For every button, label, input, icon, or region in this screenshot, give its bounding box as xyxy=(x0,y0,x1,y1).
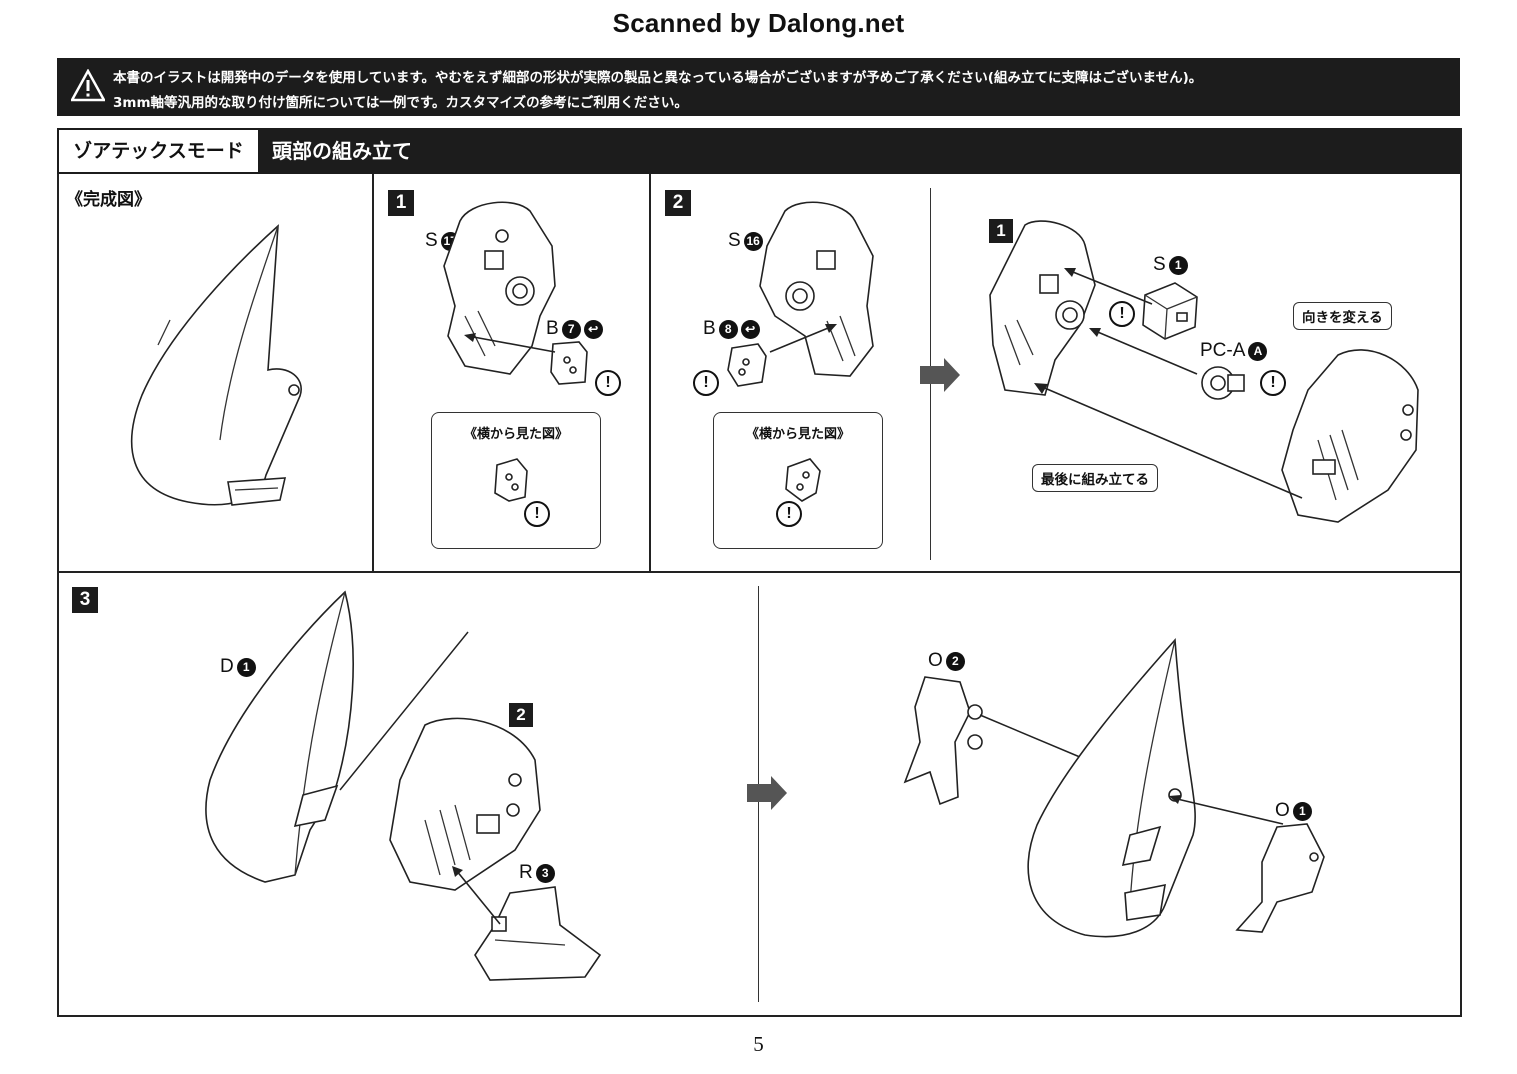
side-view-illustration xyxy=(494,458,528,502)
part-label-o2: O 2 xyxy=(928,650,965,672)
divider xyxy=(372,174,374,572)
assembled-head-illustration xyxy=(1027,638,1196,938)
part-letter: PC-A xyxy=(1200,340,1246,361)
divider xyxy=(57,571,1460,573)
part-letter: S xyxy=(1153,254,1166,275)
head-frame-part-illustration xyxy=(443,201,556,375)
gate-trim-icon: ↩ xyxy=(740,319,760,339)
small-part-illustration xyxy=(550,341,588,385)
part-letter: S xyxy=(425,230,438,251)
part-number-badge: 7 xyxy=(561,319,581,339)
warning-line-2: 3mm軸等汎用的な取り付け箇所については一例です。カスタマイズの参考にご利用くだ… xyxy=(113,95,688,111)
header-bar xyxy=(57,128,1460,174)
part-letter: D xyxy=(220,656,234,677)
head-frame-part-illustration xyxy=(989,220,1096,396)
reference-step-1: 1 xyxy=(989,219,1013,243)
cube-part-illustration xyxy=(1142,282,1198,340)
caution-icon: ! xyxy=(1109,301,1135,327)
part-label-s1: S 1 xyxy=(1153,254,1188,276)
caution-icon: ! xyxy=(693,370,719,396)
assembly-arrow xyxy=(769,324,837,353)
turn-direction-note: 向きを変える xyxy=(1293,302,1392,330)
rotated-head-part-illustration xyxy=(1281,349,1419,523)
part-label-d1: D 1 xyxy=(220,656,256,678)
part-number-badge: 1 xyxy=(1292,801,1312,821)
assembly-arrow xyxy=(464,333,556,353)
guide-line xyxy=(979,714,1088,761)
warning-bar: 本書のイラストは開発中のデータを使用しています。やむをえず細部の形状が実際の製品… xyxy=(57,58,1460,116)
part-number-badge: 16 xyxy=(743,231,763,251)
caution-icon: ! xyxy=(595,370,621,396)
assembly-arrow xyxy=(1089,328,1198,375)
caution-icon: ! xyxy=(776,501,802,527)
part-letter: S xyxy=(728,230,741,251)
caution-icon: ! xyxy=(1260,370,1286,396)
part-label-pc-a: PC-A A xyxy=(1200,340,1268,362)
poly-cap-illustration xyxy=(1201,366,1245,400)
assembly-arrow xyxy=(452,866,501,925)
step-number-1: 1 xyxy=(388,190,414,216)
part-label-o1: O 1 xyxy=(1275,800,1312,822)
part-number-badge: 3 xyxy=(535,863,555,883)
chin-part-illustration xyxy=(474,886,602,981)
guide-line xyxy=(339,631,469,791)
side-view-title: 《横から見た図》 xyxy=(745,427,850,442)
next-arrow-icon xyxy=(920,358,960,392)
page-number: 5 xyxy=(753,1032,764,1056)
part-label-r3: R 3 xyxy=(519,862,555,884)
side-view-box: 《横から見た図》 ! xyxy=(431,412,601,549)
assembly-arrow xyxy=(1034,383,1303,499)
part-number-badge: A xyxy=(1248,341,1268,361)
face-plate-illustration xyxy=(205,590,354,883)
step-number-2: 2 xyxy=(665,190,691,216)
part-number-badge: 1 xyxy=(236,657,256,677)
side-part-right-illustration xyxy=(1235,823,1325,933)
caution-icon: ! xyxy=(524,501,550,527)
part-number-badge: 1 xyxy=(1168,255,1188,275)
part-label-b7: B 7 ↩ xyxy=(546,318,603,340)
part-number-badge: 8 xyxy=(718,319,738,339)
warning-line-1: 本書のイラストは開発中のデータを使用しています。やむをえず細部の形状が実際の製品… xyxy=(113,70,1203,86)
scan-credit: Scanned by Dalong.net xyxy=(612,8,905,38)
side-part-left-illustration xyxy=(903,676,983,806)
part-letter: B xyxy=(703,318,716,339)
assemble-last-note: 最後に組み立てる xyxy=(1032,464,1158,492)
small-part-illustration xyxy=(727,343,767,387)
part-number-badge: 2 xyxy=(945,651,965,671)
part-letter: B xyxy=(546,318,559,339)
step-number-3: 3 xyxy=(72,587,98,613)
part-label-b8: B 8 ↩ xyxy=(703,318,760,340)
reference-step-2: 2 xyxy=(509,703,533,727)
completed-head-illustration xyxy=(130,224,302,506)
next-arrow-icon xyxy=(747,776,787,810)
divider xyxy=(649,174,651,572)
section-title: 頭部の組み立て xyxy=(272,139,412,163)
part-letter: O xyxy=(928,650,943,671)
side-view-illustration xyxy=(785,458,821,502)
assembly-arrow xyxy=(1064,268,1153,305)
side-view-title: 《横から見た図》 xyxy=(463,427,568,442)
gate-trim-icon: ↩ xyxy=(583,319,603,339)
part-letter: O xyxy=(1275,800,1290,821)
part-label-s16: S 16 xyxy=(728,230,763,252)
part-letter: R xyxy=(519,862,533,883)
mode-label: ゾアテックスモード xyxy=(59,130,258,172)
warning-triangle-icon xyxy=(71,69,105,102)
head-core-illustration xyxy=(389,717,541,891)
head-frame-part-illustration xyxy=(759,201,874,377)
side-view-box: 《横から見た図》 ! xyxy=(713,412,883,549)
assembly-arrow xyxy=(1169,795,1284,825)
completed-label: 《完成図》 xyxy=(66,190,151,210)
